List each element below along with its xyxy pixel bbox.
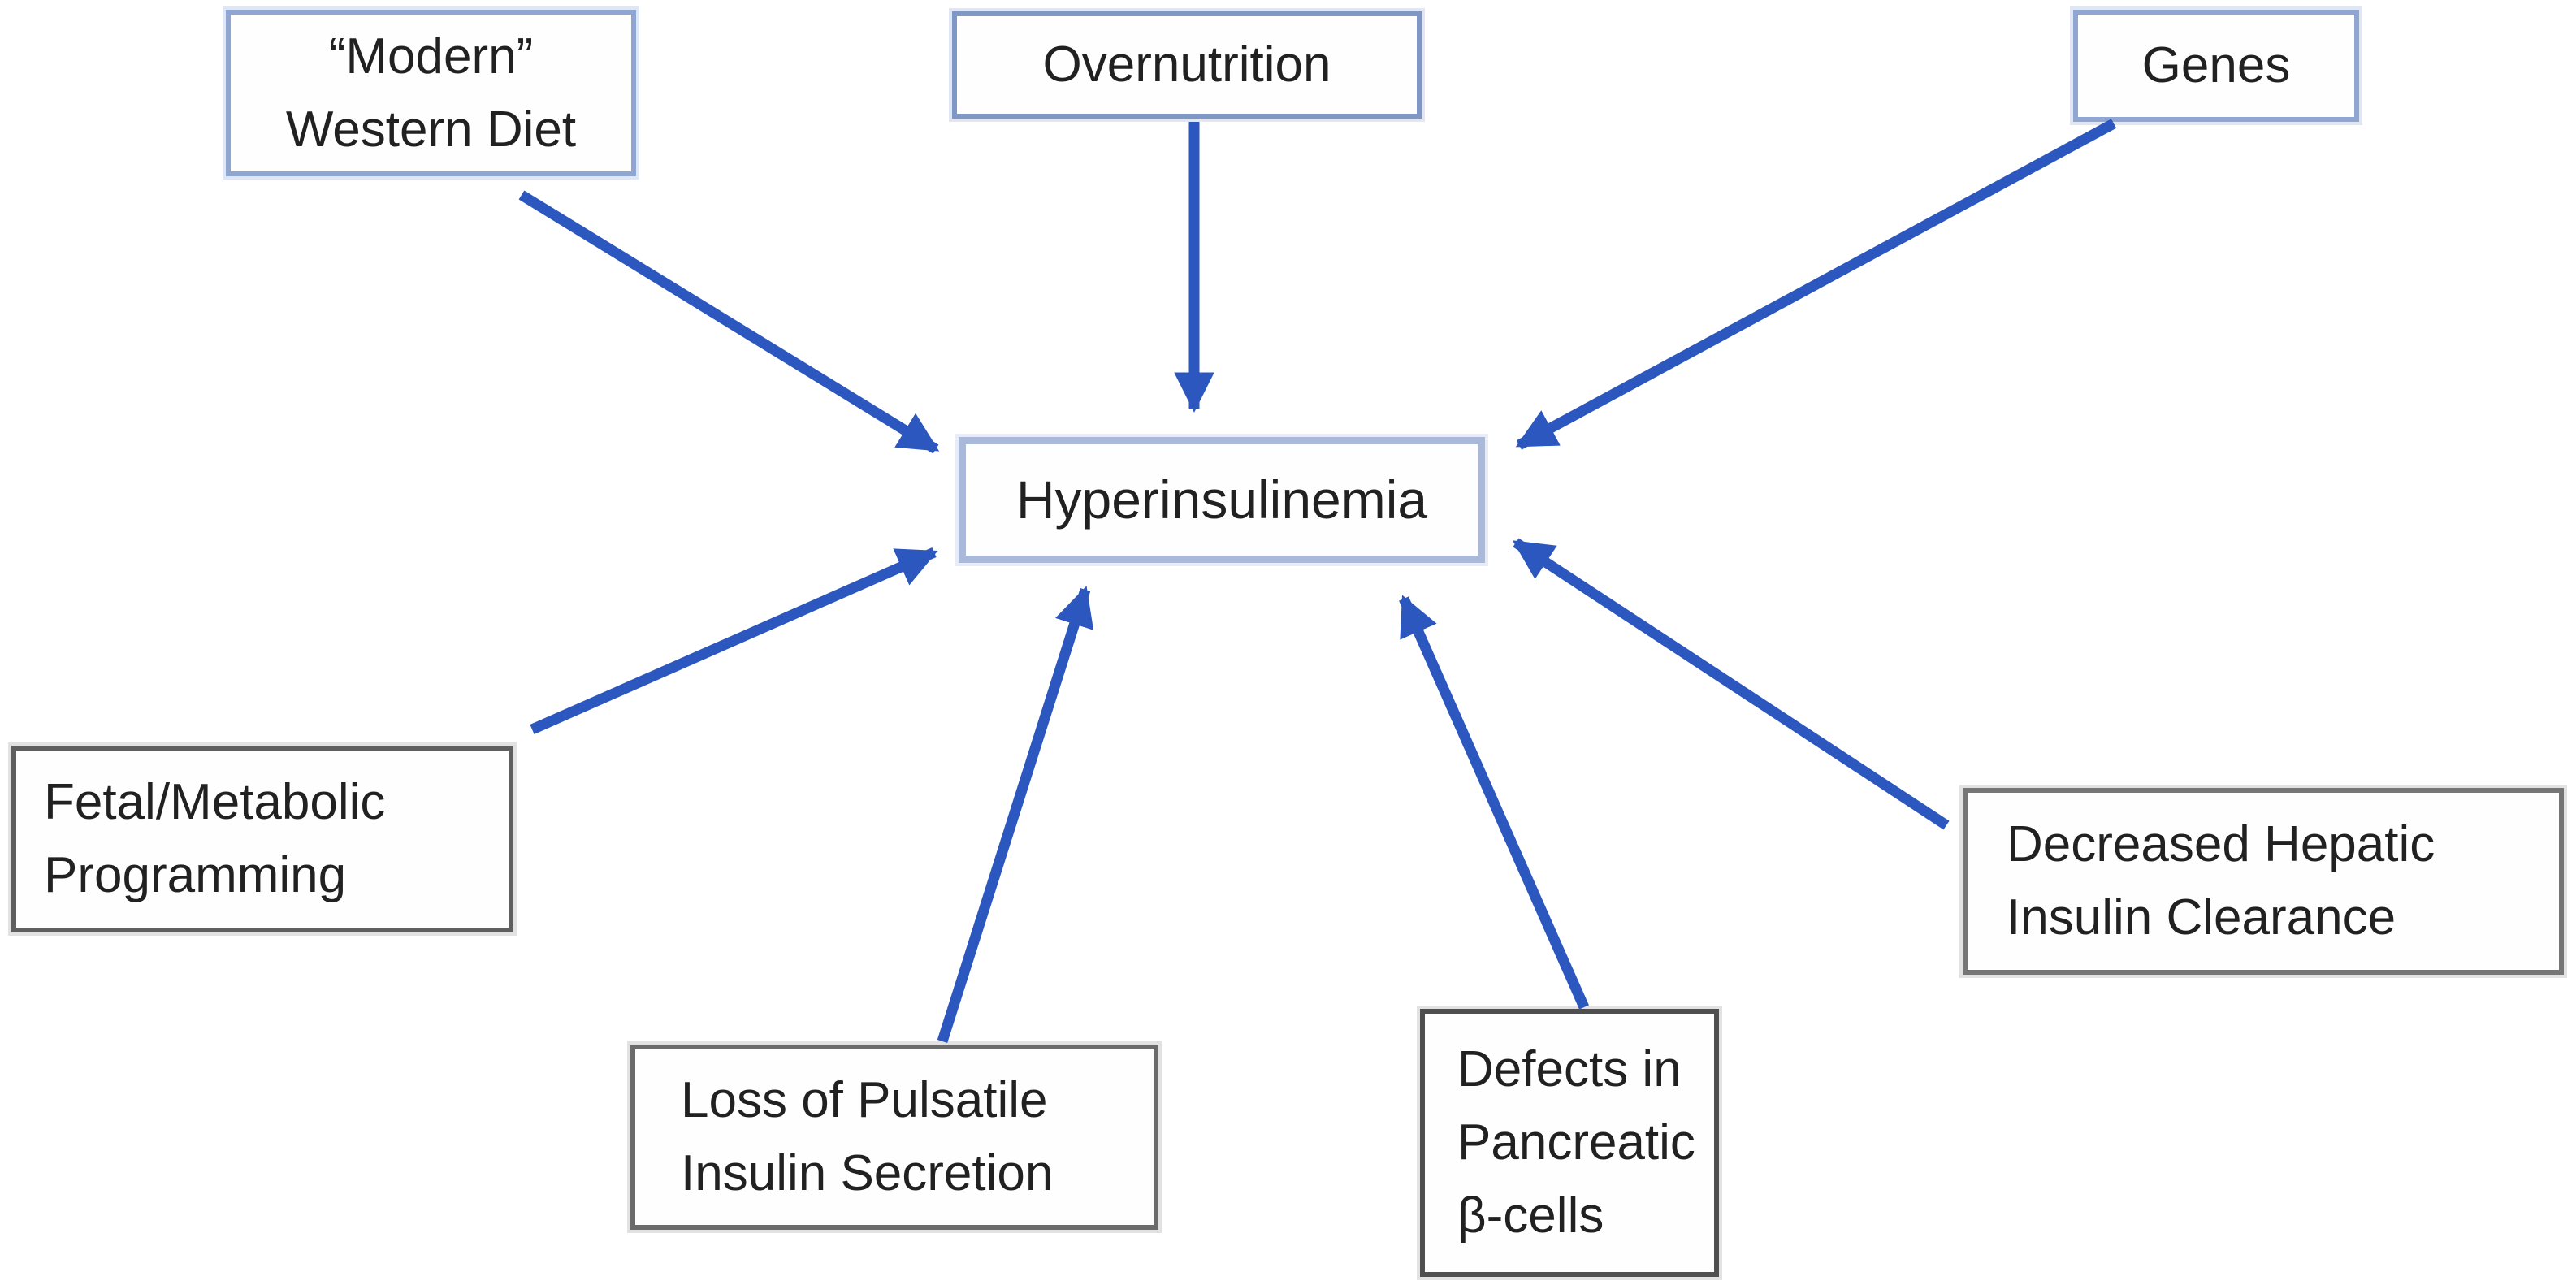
- arrow-decreased-hepatic-insulin-clearance-to-hyperinsulinemia: [1512, 538, 1950, 830]
- node-label: Loss of Pulsatile Insulin Secretion: [681, 1072, 1054, 1201]
- node-fetal-metabolic-programming: Fetal/Metabolic Programming: [11, 746, 513, 932]
- node-label: Decreased Hepatic Insulin Clearance: [2007, 816, 2435, 945]
- node-label: “Modern” Western Diet: [285, 28, 577, 158]
- node-modern-western-diet: “Modern” Western Diet: [226, 10, 636, 176]
- node-overnutrition: Overnutrition: [952, 11, 1422, 119]
- arrow-defects-in-pancreatic-beta-cells-to-hyperinsulinemia: [1399, 595, 1589, 1010]
- node-loss-of-pulsatile-insulin-secretion: Loss of Pulsatile Insulin Secretion: [630, 1045, 1158, 1230]
- node-decreased-hepatic-insulin-clearance: Decreased Hepatic Insulin Clearance: [1963, 788, 2564, 975]
- node-label: Defects in Pancreatic β-cells: [1457, 1041, 1695, 1244]
- arrow-fetal-metabolic-programming-to-hyperinsulinemia: [530, 547, 938, 734]
- arrow-genes-to-hyperinsulinemia: [1515, 119, 2117, 450]
- node-label: Fetal/Metabolic Programming: [44, 774, 386, 903]
- node-hyperinsulinemia: Hyperinsulinemia: [959, 437, 1485, 563]
- node-genes: Genes: [2073, 10, 2359, 122]
- node-label: Hyperinsulinemia: [1015, 469, 1428, 530]
- node-defects-in-pancreatic-beta-cells: Defects in Pancreatic β-cells: [1420, 1009, 1719, 1277]
- node-label: Genes: [2141, 37, 2291, 94]
- arrow-loss-of-pulsatile-insulin-secretion-to-hyperinsulinemia: [937, 586, 1094, 1043]
- node-label: Overnutrition: [1042, 37, 1331, 93]
- arrow-modern-western-diet-to-hyperinsulinemia: [518, 190, 940, 454]
